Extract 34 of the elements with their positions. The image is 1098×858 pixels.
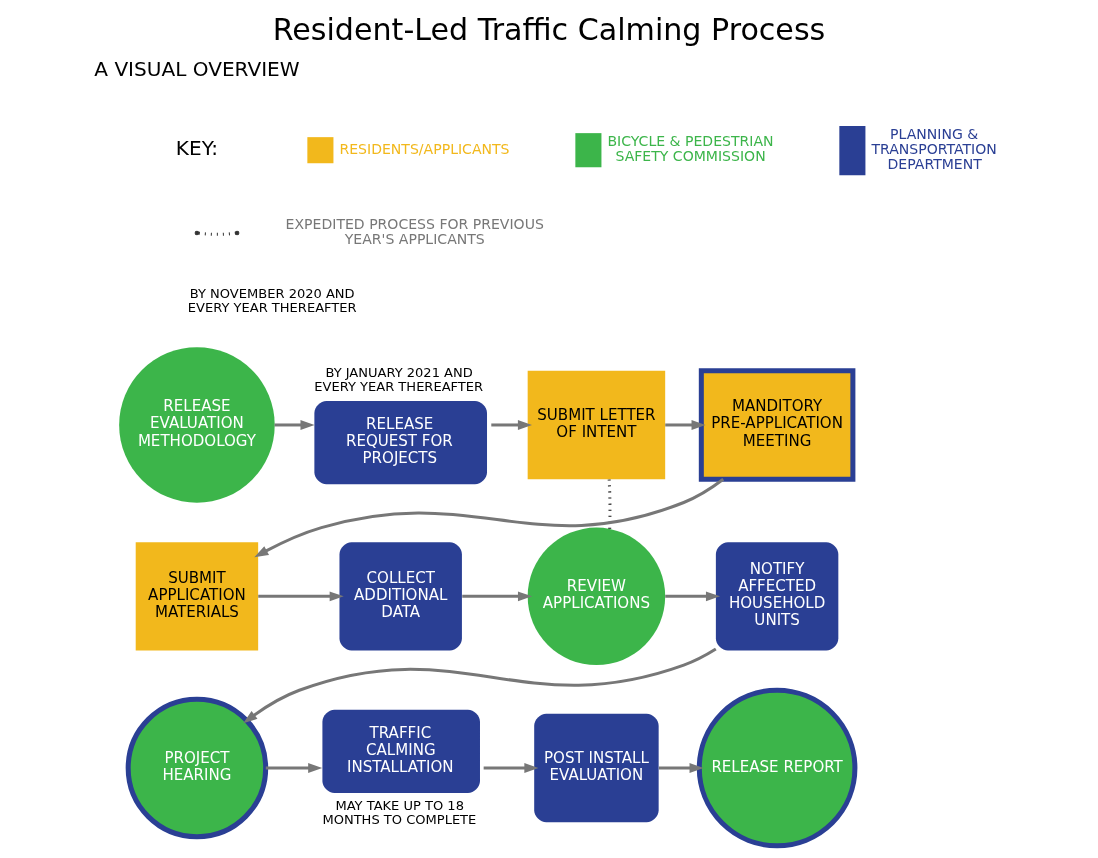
legend-label: BICYCLE & PEDESTRIAN SAFETY COMMISSION — [607, 133, 774, 165]
connector — [607, 479, 612, 529]
legend-label: PLANNING & TRANSPORTATION DEPARTMENT — [871, 126, 997, 173]
node-circle: RELEASE EVALUATION METHODOLOGY — [119, 347, 275, 503]
node-label: BY NOVEMBER 2020 AND EVERY YEAR THEREAFTER — [187, 285, 357, 315]
node-box: TRAFFIC CALMING INSTALLATION — [322, 709, 480, 794]
arrow — [265, 763, 323, 773]
node-box: COLLECT ADDITIONAL DATA — [339, 542, 462, 651]
node-label: MAY TAKE UP TO 18 MONTHS TO COMPLETE — [322, 797, 477, 827]
label: A VISUAL OVERVIEW — [94, 57, 300, 82]
arrow — [462, 591, 533, 602]
node-box: RELEASE REQUEST FOR PROJECTS — [314, 400, 487, 485]
arrow — [665, 420, 706, 430]
diagram-title: Resident-Led Traffic Calming Process — [272, 12, 826, 48]
node-box: SUBMIT APPLICATION MATERIALS — [135, 542, 259, 651]
arrow — [274, 420, 315, 430]
node-box: POST INSTALL EVALUATION — [534, 713, 659, 823]
node-circle: RELEASE REPORT — [696, 687, 858, 849]
label: KEY: — [175, 136, 219, 161]
arrow — [665, 591, 721, 602]
arrow — [258, 591, 344, 602]
arrow — [483, 763, 539, 773]
node-circle: REVIEW APPLICATIONS — [527, 527, 666, 666]
arrow — [491, 420, 532, 430]
node-box: NOTIFY AFFECTED HOUSEHOLD UNITS — [715, 542, 839, 651]
node-box: MANDITORY PRE-APPLICATION MEETING — [698, 368, 856, 482]
node-circle: PROJECT HEARING — [125, 696, 269, 840]
arrow — [658, 763, 704, 773]
arrow — [254, 478, 725, 558]
arrow — [243, 647, 717, 724]
legend-label: RESIDENTS/APPLICANTS — [339, 140, 510, 157]
node-label: BY JANUARY 2021 AND EVERY YEAR THEREAFTER — [314, 365, 484, 395]
node-box: SUBMIT LETTER OF INTENT — [527, 370, 666, 480]
legend-label: EXPEDITED PROCESS FOR PREVIOUS YEAR'S APPLICANTS — [285, 216, 544, 248]
